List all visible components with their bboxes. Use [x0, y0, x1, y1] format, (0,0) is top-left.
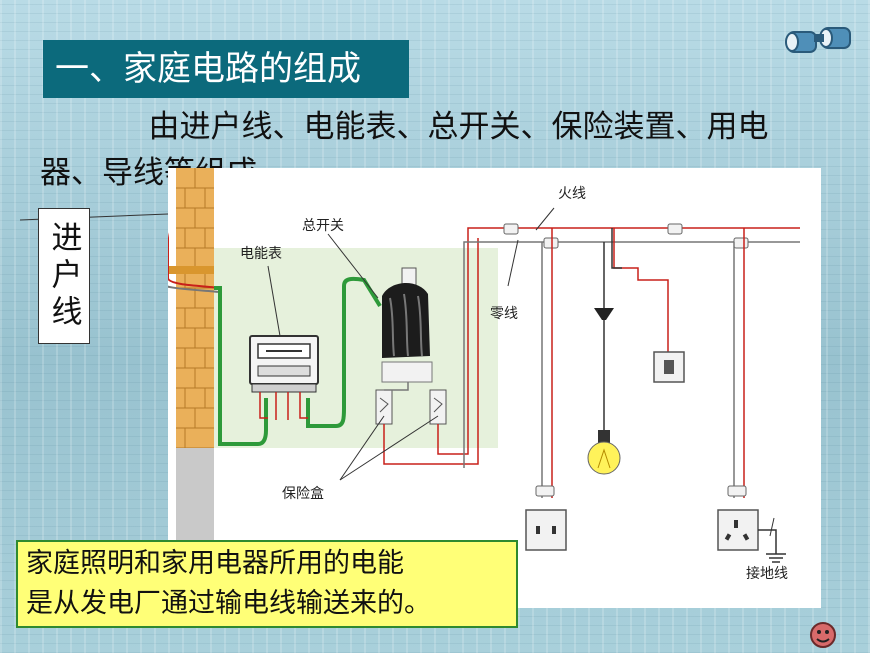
label-neutral-wire: 零线 [490, 306, 518, 322]
lamp-socket [598, 430, 610, 444]
insulator-bracket [168, 266, 214, 274]
binoculars-icon [785, 27, 851, 53]
label-ground-wire: 接地线 [746, 565, 788, 582]
label-meter: 电能表 [240, 246, 282, 262]
entry-wire-neutral [168, 285, 219, 293]
light-bulb-icon [587, 441, 621, 475]
caption-line-1: 家庭照明和家用电器所用的电能 [26, 548, 404, 579]
wall-switch [653, 351, 685, 383]
panel-backdrop-right [463, 248, 498, 448]
fuse-boxes [375, 389, 447, 425]
label-fuse-box: 保险盒 [282, 485, 324, 502]
slide-title: 一、家庭电路的组成 [43, 40, 409, 98]
label-live-wire: 火线 [558, 186, 586, 202]
green-wire-meter-switch [306, 276, 382, 428]
household-circuit-diagram: 电能表 总开关 火线 零线 保险盒 接地线 [168, 168, 821, 608]
entry-wire-live [168, 232, 219, 289]
socket-left [525, 509, 567, 551]
electric-meter [249, 335, 319, 393]
caption-box: 家庭照明和家用电器所用的电能 是从发电厂通过输电线输送来的。 [16, 540, 518, 628]
green-wire-wall-meter [214, 286, 268, 446]
corner-ornament-icon [810, 622, 836, 648]
lamp-cord [603, 228, 622, 312]
label-main-switch: 总开关 [302, 218, 344, 234]
ground-wire [758, 529, 777, 554]
entry-line-label: 进户线 [38, 208, 90, 344]
ground-symbol-icon [766, 553, 786, 563]
main-switch [381, 267, 433, 383]
socket-right [717, 509, 759, 551]
caption-line-2: 是从发电厂通过输电线输送来的。 [26, 588, 431, 619]
lamp-holder [594, 308, 614, 320]
